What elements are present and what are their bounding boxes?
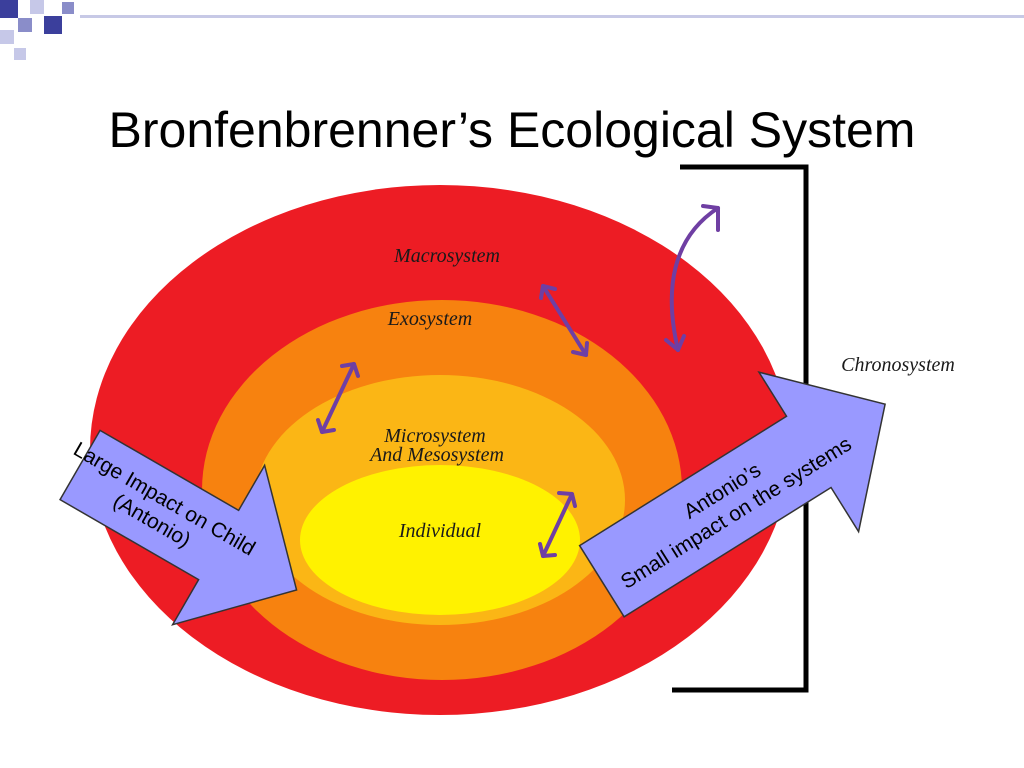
- microsystem-label: Microsystem: [383, 425, 485, 447]
- double-arrow-exo-micro: [316, 362, 360, 434]
- curved-arrow-macro-chrono: [664, 204, 720, 352]
- slide-title: Bronfenbrenner’s Ecological System: [108, 102, 916, 158]
- connector-arrows: [316, 204, 720, 558]
- mesosystem-label: And Mesosystem: [368, 444, 504, 466]
- right-impact-arrow: [578, 370, 886, 618]
- chronosystem-label: Chronosystem: [841, 354, 955, 376]
- exosystem-label: Exosystem: [387, 308, 472, 330]
- macrosystem-label: Macrosystem: [393, 245, 500, 267]
- ecological-diagram: Macrosystem Exosystem Microsystem And Me…: [0, 150, 1024, 768]
- corner-decoration: [0, 0, 74, 60]
- double-arrow-individual-micro: [538, 491, 577, 558]
- individual-layer: [300, 465, 580, 615]
- individual-label: Individual: [398, 520, 482, 542]
- left-impact-arrow: [59, 429, 298, 626]
- double-arrow-macro-exo: [539, 284, 589, 357]
- header-rule: [80, 15, 1024, 18]
